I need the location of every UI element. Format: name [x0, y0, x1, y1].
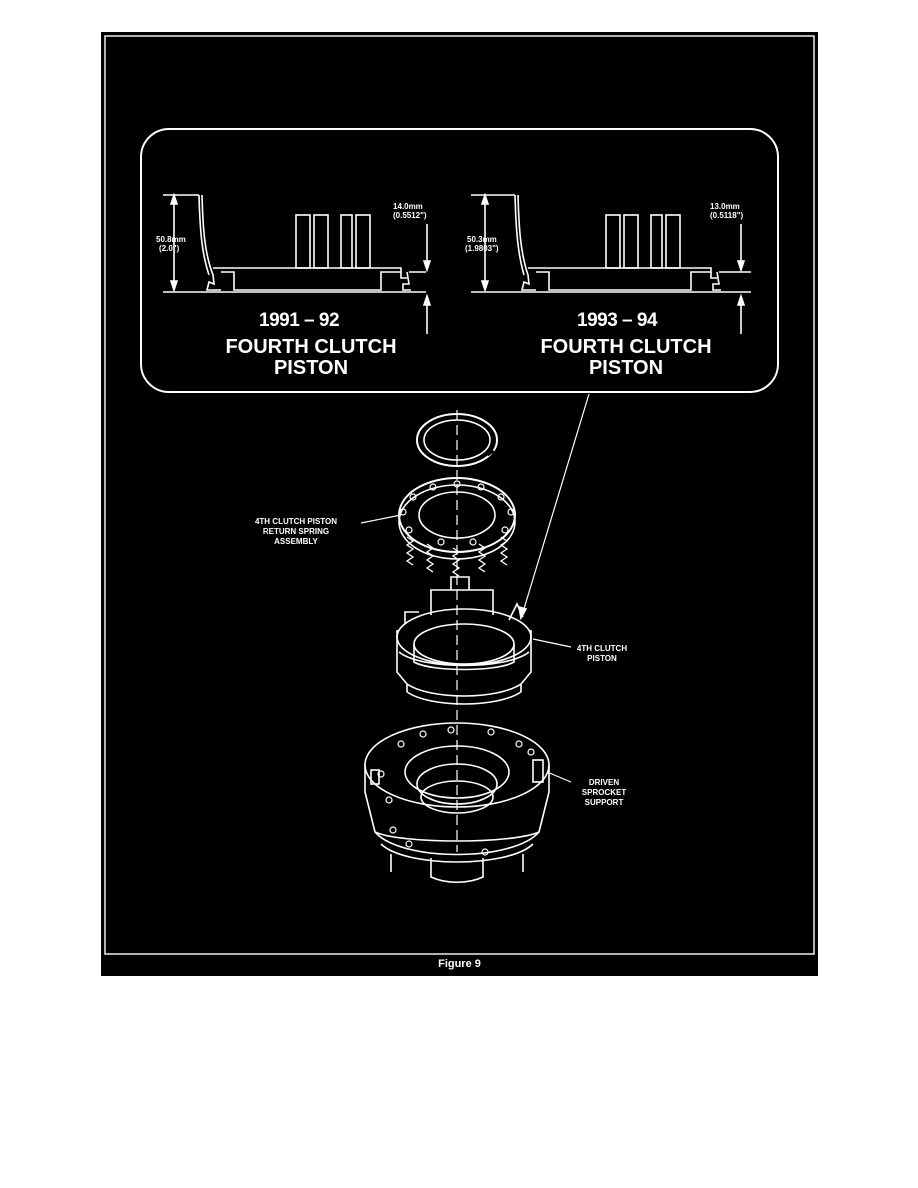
return-spring-assembly: [398, 477, 516, 577]
left-title-line1: FOURTH CLUTCH: [225, 336, 397, 358]
figure-panel: 50.8mm (2.0") 14.0mm (0.5512") 50.3mm (1…: [101, 32, 818, 976]
figure-caption: Figure 9: [438, 958, 481, 970]
left-height-in: (2.0"): [159, 244, 180, 253]
piston-label-line2: PISTON: [587, 654, 617, 663]
driven-sprocket-support: [364, 722, 550, 884]
support-label-line1: DRIVEN: [588, 778, 620, 787]
spring-label-line2: RETURN SPRING: [262, 527, 330, 536]
right-depth-mm: 13.0mm: [710, 202, 740, 211]
figure-border: [104, 35, 815, 955]
right-height-in: (1.9803"): [465, 244, 499, 253]
spring-label-line3: ASSEMBLY: [274, 537, 318, 546]
right-height-mm: 50.3mm: [467, 235, 497, 244]
fourth-clutch-piston: [396, 576, 532, 705]
left-piston-profile: [163, 192, 432, 334]
inset-box: [140, 128, 779, 393]
left-years: 1991 – 92: [259, 310, 340, 331]
left-depth-in: (0.5512"): [393, 211, 427, 220]
left-height-mm: 50.8mm: [156, 235, 186, 244]
left-title-line2: PISTON: [273, 357, 349, 379]
right-years: 1993 – 94: [577, 310, 658, 331]
exploded-diagram: [104, 35, 815, 955]
right-title-line1: FOURTH CLUTCH: [540, 336, 712, 358]
left-depth-mm: 14.0mm: [393, 202, 423, 211]
support-label-line3: SUPPORT: [584, 798, 624, 807]
right-depth-in: (0.5118"): [710, 211, 744, 220]
right-piston-profile: [471, 192, 751, 334]
support-label-line2: SPROCKET: [581, 788, 627, 797]
spring-label-line1: 4TH CLUTCH PISTON: [254, 517, 338, 526]
piston-label-line1: 4TH CLUTCH: [576, 644, 628, 653]
right-title-line2: PISTON: [588, 357, 664, 379]
